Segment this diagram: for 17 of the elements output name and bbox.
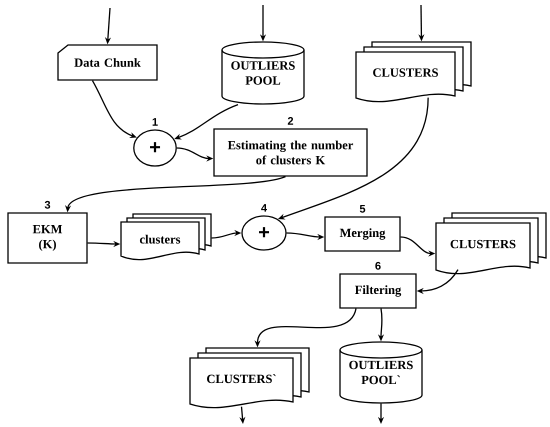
process-box: Filtering <box>339 273 417 309</box>
process-box: Estimating the number of clusters K <box>213 128 368 177</box>
document-stack: CLUSTERS <box>355 41 472 102</box>
step-number: 5 <box>360 205 366 213</box>
document-stack: CLUSTERS` <box>189 347 310 408</box>
step-number: 4 <box>261 204 267 212</box>
step-number: 1 <box>152 118 158 126</box>
database-cylinder: OUTLIERS POOL <box>221 41 305 105</box>
step-number: 2 <box>288 117 294 125</box>
process-box: EKM (K) <box>7 212 88 264</box>
document-stack: clusters <box>120 213 212 260</box>
step-number: 6 <box>375 262 381 270</box>
data-card: Data Chunk <box>57 44 158 81</box>
step-number: 3 <box>44 200 50 209</box>
document-stack: CLUSTERS <box>435 212 547 274</box>
process-box: Merging <box>324 216 401 252</box>
database-cylinder: OUTLIERS POOL` <box>339 341 423 404</box>
